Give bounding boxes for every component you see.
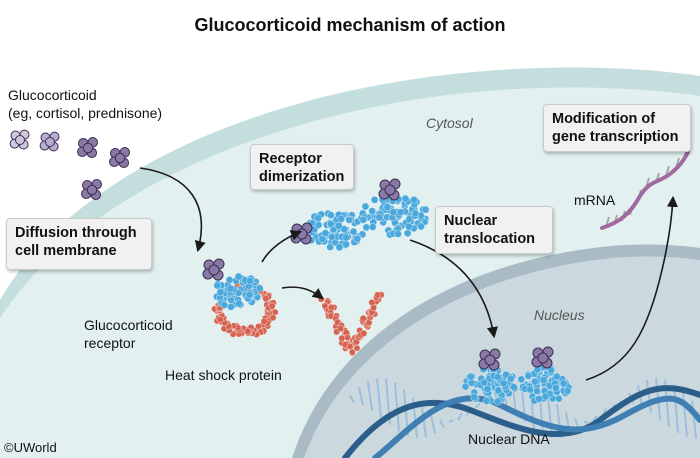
glucocorticoid-molecule — [531, 346, 554, 369]
glucocorticoid-molecule — [9, 129, 30, 150]
arrow-translocation — [409, 239, 498, 339]
base-pair — [439, 419, 445, 428]
receptor-bound — [202, 258, 264, 311]
arrow-transcription — [585, 195, 679, 381]
dna-strand-a — [342, 385, 700, 458]
glucocorticoid-molecule — [77, 137, 98, 158]
base-pair — [592, 414, 598, 422]
base-pair — [475, 402, 481, 409]
base-pair — [430, 414, 436, 434]
step-box-dimerization: Receptor dimerization — [250, 144, 354, 190]
receptor-label: Glucocorticoid receptor — [84, 317, 173, 351]
step-box-diffusion: Diffusion through cell membrane — [6, 218, 152, 270]
arrow-hsp-release — [281, 286, 324, 300]
base-pair — [457, 412, 463, 421]
nucleus-label: Nucleus — [534, 307, 585, 323]
base-pair — [421, 407, 427, 438]
dna-strand-b — [372, 395, 700, 458]
base-pair — [583, 420, 589, 424]
pathway-arrows — [139, 167, 679, 381]
glucocorticoid-molecule — [202, 258, 225, 281]
base-pair — [394, 382, 400, 432]
base-pair — [547, 395, 553, 438]
ligand-label: Glucocorticoid (eg, cortisol, prednisone… — [8, 87, 163, 121]
glucocorticoid-molecule — [81, 179, 102, 200]
base-pair — [448, 419, 454, 423]
base-pair — [646, 379, 652, 413]
mrna-label: mRNA — [574, 192, 616, 208]
base-pair — [376, 378, 382, 418]
hsp-label: Heat shock protein — [165, 367, 282, 383]
receptor-dimer — [290, 178, 430, 252]
arrow-diffusion — [139, 167, 206, 253]
ligand-molecules — [9, 129, 130, 200]
glucocorticoid-molecule — [109, 147, 130, 168]
step-box-transcription: Modification of gene transcription — [543, 104, 691, 152]
base-pair — [358, 387, 364, 406]
copyright-notice: ©UWorld — [4, 440, 57, 455]
diagram-title: Glucocorticoid mechanism of action — [194, 15, 506, 35]
glucocorticoid-molecule — [378, 178, 401, 201]
mrna-strand — [600, 148, 690, 230]
arrow-to-dimerization — [261, 230, 303, 263]
base-pair — [349, 395, 355, 403]
cytosol-label: Cytosol — [426, 115, 473, 131]
base-pair — [367, 381, 373, 411]
glucocorticoid-molecule — [478, 348, 501, 371]
hsp-released — [317, 290, 385, 357]
base-pair — [691, 400, 697, 439]
receptor-dna-bound — [461, 346, 573, 406]
base-pair — [673, 384, 679, 433]
base-pair — [682, 391, 688, 437]
step-box-translocation: Nuclear translocation — [435, 206, 553, 254]
glucocorticoid-molecule — [39, 131, 60, 152]
dna-label: Nuclear DNA — [468, 431, 550, 447]
